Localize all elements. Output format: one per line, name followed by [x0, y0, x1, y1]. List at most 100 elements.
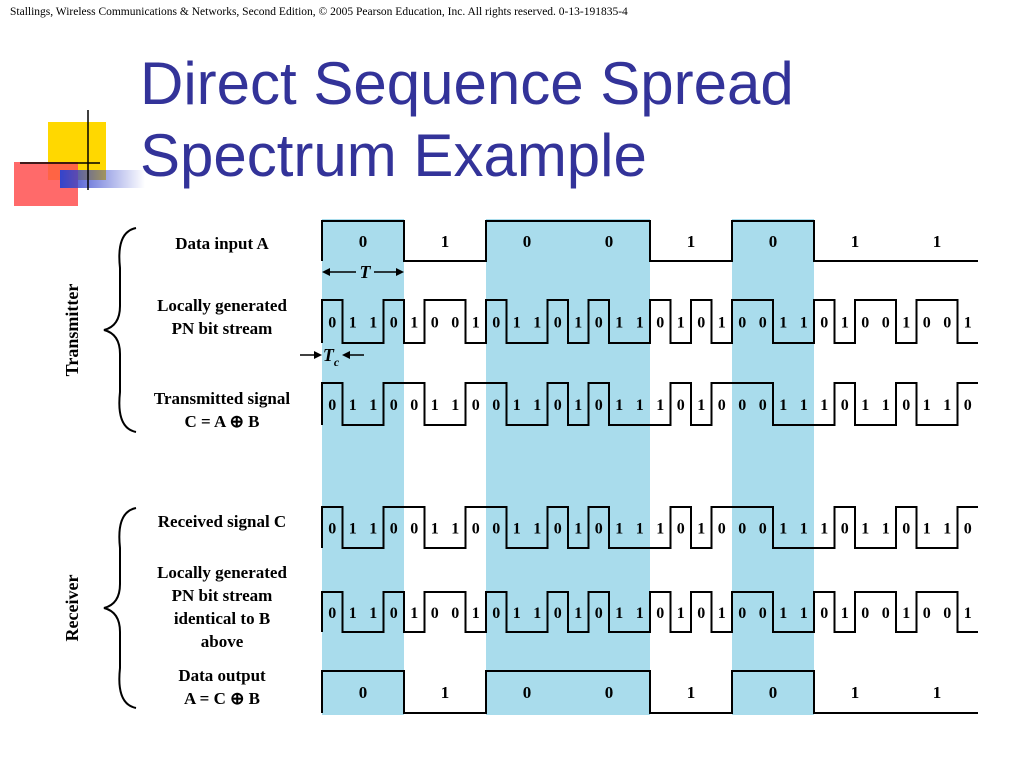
- bit-label: 1: [615, 521, 623, 538]
- bit-label: 1: [431, 521, 439, 538]
- row-label-line: identical to B: [174, 609, 270, 628]
- bit-label: 0: [472, 397, 480, 414]
- bit-label: 0: [451, 605, 459, 622]
- bit-label: 0: [738, 521, 746, 538]
- bit-label: 0: [328, 521, 336, 538]
- bit-label: 1: [861, 521, 869, 538]
- section-label-transmitter: Transmitter: [62, 284, 82, 377]
- bit-label: 1: [441, 683, 450, 702]
- bit-label: 0: [492, 315, 500, 332]
- bit-label: 1: [964, 605, 972, 622]
- bit-label: 0: [523, 683, 532, 702]
- row-label-line: A = C ⊕ B: [184, 689, 260, 708]
- brace-receiver: [103, 507, 137, 709]
- bit-label: 1: [779, 605, 787, 622]
- bit-label: 0: [861, 605, 869, 622]
- bit-label: 0: [964, 521, 972, 538]
- bit-label: 1: [718, 315, 726, 332]
- row-label-line: PN bit stream: [172, 319, 273, 338]
- bit-label: 0: [328, 605, 336, 622]
- bit-label: 1: [964, 315, 972, 332]
- bit-label: 0: [841, 521, 849, 538]
- bit-label: 1: [574, 397, 582, 414]
- bit-label: 0: [605, 683, 614, 702]
- bit-label: 0: [431, 315, 439, 332]
- waveform-data-input: [321, 220, 978, 262]
- bit-label: 1: [533, 521, 541, 538]
- bit-label: 1: [687, 683, 696, 702]
- bit-label: 0: [554, 521, 562, 538]
- bit-label: 1: [533, 315, 541, 332]
- bit-label: 1: [841, 605, 849, 622]
- bit-label: 0: [902, 521, 910, 538]
- waveform-transmitted-signal: [321, 382, 978, 426]
- bit-label: 0: [759, 605, 767, 622]
- bit-label: 1: [615, 397, 623, 414]
- bit-label: 0: [328, 315, 336, 332]
- bit-label: 0: [759, 397, 767, 414]
- bit-label: 0: [605, 232, 614, 251]
- bit-label: 1: [349, 521, 357, 538]
- bit-label: 0: [943, 315, 951, 332]
- bit-label: 0: [943, 605, 951, 622]
- bit-label: 1: [902, 315, 910, 332]
- bit-label: 0: [738, 605, 746, 622]
- bit-label: 1: [800, 397, 808, 414]
- bit-label: 1: [349, 315, 357, 332]
- bit-label: 1: [902, 605, 910, 622]
- row-label-line: C = A ⊕ B: [185, 412, 260, 431]
- row-label-line: Data input A: [175, 234, 269, 253]
- zero-bit-band: [322, 219, 404, 715]
- bit-label: 1: [441, 232, 450, 251]
- bit-label: 1: [677, 605, 685, 622]
- bit-label: 0: [390, 315, 398, 332]
- row-label-line: above: [201, 632, 244, 651]
- title-decoration-icon: [14, 110, 145, 206]
- bit-label: 0: [697, 605, 705, 622]
- bit-label: 0: [882, 315, 890, 332]
- bit-label: 0: [769, 232, 778, 251]
- bit-label: 1: [779, 397, 787, 414]
- highlight-bands: [322, 219, 814, 715]
- row-label-line: Locally generated: [157, 563, 287, 582]
- zero-bit-band: [568, 219, 650, 715]
- waveform-data-output: [321, 670, 978, 714]
- bit-label: 0: [492, 397, 500, 414]
- row-label-received-signal: Received signal C: [158, 512, 286, 531]
- bit-label: 0: [328, 397, 336, 414]
- bit-label: 1: [533, 605, 541, 622]
- bit-label: 1: [533, 397, 541, 414]
- bit-label: 1: [615, 605, 623, 622]
- bit-label: 1: [369, 605, 377, 622]
- bit-label: 0: [677, 397, 685, 414]
- bit-label: 1: [677, 315, 685, 332]
- bit-label: 1: [656, 397, 664, 414]
- bit-label: 0: [656, 605, 664, 622]
- bit-label: 1: [369, 521, 377, 538]
- bit-label: 0: [410, 397, 418, 414]
- bit-label: 1: [882, 521, 890, 538]
- bit-label: 0: [820, 605, 828, 622]
- bit-label: 1: [451, 397, 459, 414]
- bit-label: 1: [851, 232, 860, 251]
- bit-label: 0: [861, 315, 869, 332]
- bit-label: 0: [595, 397, 603, 414]
- copyright-header: Stallings, Wireless Communications & Net…: [10, 6, 628, 18]
- bit-label: 0: [554, 315, 562, 332]
- symbol-period-arrowhead-right: [396, 268, 404, 276]
- bit-label: 0: [359, 683, 368, 702]
- bit-label: 0: [923, 315, 931, 332]
- bit-label: 0: [492, 605, 500, 622]
- bit-label: 1: [779, 315, 787, 332]
- bit-label: 0: [595, 605, 603, 622]
- bit-label: 1: [513, 521, 521, 538]
- slide-title-line-1: Direct Sequence Spread: [140, 50, 794, 117]
- bit-label: 1: [574, 315, 582, 332]
- bit-label: 0: [595, 521, 603, 538]
